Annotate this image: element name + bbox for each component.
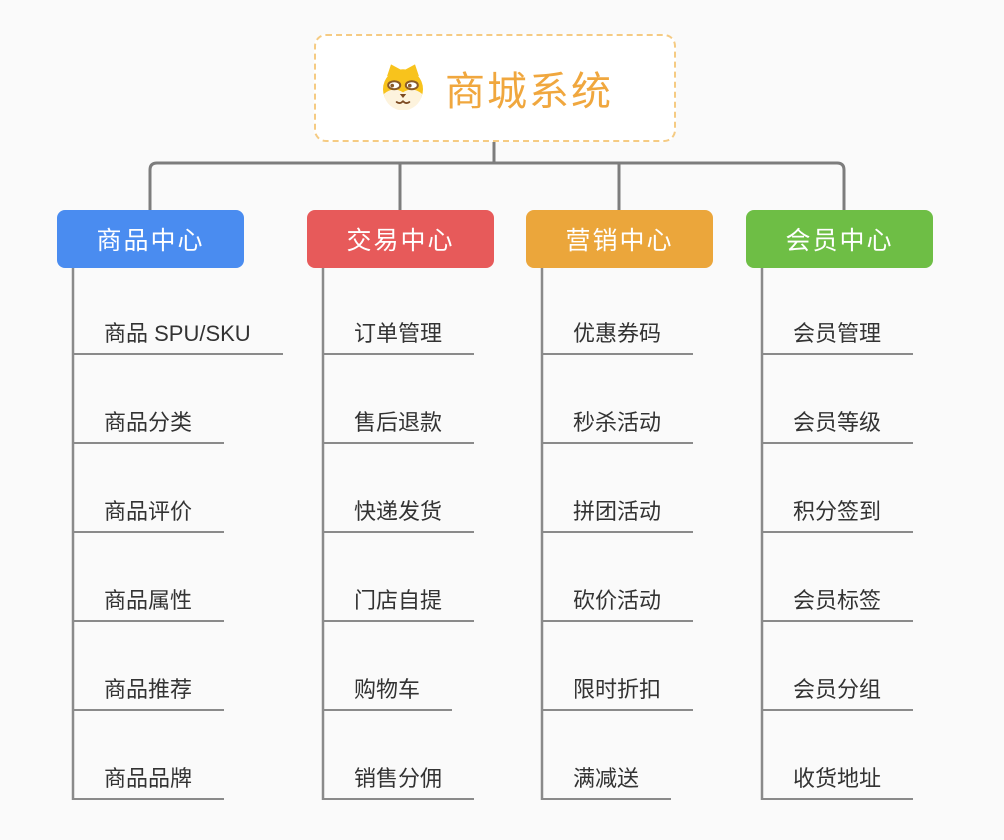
branch-bus-line: [148, 161, 846, 210]
branch-label: 交易中心: [346, 227, 455, 255]
leaf-node-after-sale-refund[interactable]: 售后退款: [322, 404, 475, 444]
branch-label: 营销中心: [565, 227, 674, 255]
branch-node-product-center[interactable]: 商品中心: [57, 210, 244, 268]
leaf-node-limited-time-discount[interactable]: 限时折扣: [541, 671, 694, 711]
leaf-node-member-groups[interactable]: 会员分组: [761, 671, 914, 711]
leaf-node-coupon-code[interactable]: 优惠券码: [541, 315, 694, 355]
leaf-node-full-reduction[interactable]: 满减送: [541, 760, 672, 800]
dog-icon: [377, 62, 429, 115]
leaf-node-product-attribute[interactable]: 商品属性: [72, 582, 225, 622]
root-node-mall-system[interactable]: 商城系统: [314, 34, 676, 142]
leaf-node-order-management[interactable]: 订单管理: [322, 315, 475, 355]
leaf-node-product-category[interactable]: 商品分类: [72, 404, 225, 444]
leaf-node-member-tags[interactable]: 会员标签: [761, 582, 914, 622]
leaf-node-shopping-cart[interactable]: 购物车: [322, 671, 453, 711]
branch-node-trade-center[interactable]: 交易中心: [307, 210, 494, 268]
leaf-node-bargain-activity[interactable]: 砍价活动: [541, 582, 694, 622]
leaf-node-member-management[interactable]: 会员管理: [761, 315, 914, 355]
leaf-node-express-delivery[interactable]: 快递发货: [322, 493, 475, 533]
leaf-node-sales-commission[interactable]: 销售分佣: [322, 760, 475, 800]
leaf-node-member-level[interactable]: 会员等级: [761, 404, 914, 444]
leaf-node-shipping-address[interactable]: 收货地址: [761, 760, 914, 800]
leaf-node-product-brand[interactable]: 商品品牌: [72, 760, 225, 800]
leaf-node-group-buy[interactable]: 拼团活动: [541, 493, 694, 533]
leaf-node-flash-sale[interactable]: 秒杀活动: [541, 404, 694, 444]
branch-node-marketing-center[interactable]: 营销中心: [526, 210, 713, 268]
leaf-node-product-spu-sku[interactable]: 商品 SPU/SKU: [72, 315, 283, 355]
leaf-node-product-recommend[interactable]: 商品推荐: [72, 671, 225, 711]
leaf-node-product-review[interactable]: 商品评价: [72, 493, 225, 533]
leaf-node-store-pickup[interactable]: 门店自提: [322, 582, 475, 622]
branch-label: 商品中心: [96, 227, 205, 255]
branch-label: 会员中心: [785, 227, 894, 255]
leaf-node-points-checkin[interactable]: 积分签到: [761, 493, 914, 533]
root-title: 商城系统: [445, 70, 613, 114]
branch-node-member-center[interactable]: 会员中心: [746, 210, 933, 268]
